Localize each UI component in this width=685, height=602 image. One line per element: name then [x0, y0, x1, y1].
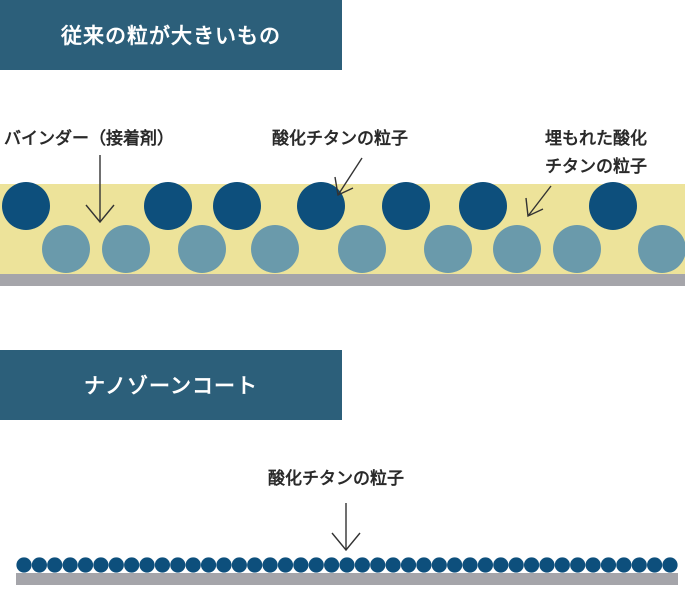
section-title-conventional: 従来の粒が大きいもの [61, 24, 281, 48]
particle-nano [108, 557, 124, 573]
particle-surface [144, 182, 192, 230]
particle-nano [477, 557, 494, 573]
section-title-nano: ナノゾーンコート [84, 374, 258, 398]
particle-nano [447, 557, 463, 573]
particle-nano [616, 557, 632, 573]
particle-surface [213, 182, 261, 230]
particle-nano [554, 557, 570, 573]
particle-nano [416, 557, 432, 573]
particle-nano [31, 557, 47, 573]
section-header-conventional: 従来の粒が大きいもの [0, 0, 342, 70]
particle-nano [231, 557, 247, 573]
section-header-nano: ナノゾーンコート [0, 350, 342, 420]
particle-group-nano [16, 557, 678, 573]
particle-nano [370, 557, 386, 573]
particle-surface [382, 182, 430, 230]
arrow-nano-particle [331, 503, 361, 552]
particle-nano [62, 557, 78, 573]
particle-nano [570, 557, 586, 573]
particle-buried [251, 225, 299, 273]
label-titanium-particle: 酸化チタンの粒子 [272, 129, 408, 149]
particle-nano [47, 557, 63, 573]
particle-nano [385, 557, 401, 573]
particle-nano [308, 557, 324, 573]
particle-buried [42, 225, 90, 273]
particle-nano [77, 557, 94, 573]
particle-nano [493, 557, 509, 573]
particle-nano [216, 557, 232, 573]
substrate-nano [16, 573, 678, 585]
particle-nano [324, 557, 340, 573]
particle-buried [178, 225, 226, 273]
particle-nano [462, 557, 478, 573]
particle-nano [293, 557, 309, 573]
particle-surface [459, 182, 507, 230]
particle-nano [93, 557, 109, 573]
particle-nano [354, 557, 370, 573]
particle-nano [647, 557, 663, 573]
particle-nano [247, 557, 263, 573]
particle-nano [277, 557, 294, 573]
particle-buried [638, 225, 685, 273]
label-binder: バインダー（接着剤） [4, 129, 174, 149]
particle-nano [600, 557, 617, 573]
particle-nano [431, 557, 447, 573]
particle-nano [662, 557, 678, 573]
particle-buried [338, 225, 386, 273]
particle-nano [200, 557, 217, 573]
arrow-binder [85, 155, 115, 224]
particle-nano [339, 557, 355, 573]
particle-nano [16, 557, 32, 573]
particle-nano [124, 557, 140, 573]
particle-buried [102, 225, 150, 273]
particle-group-conventional [2, 182, 685, 273]
particle-nano [170, 557, 186, 573]
label-nano-titanium-particle: 酸化チタンの粒子 [268, 469, 404, 489]
label-buried-particle-line1: 埋もれた酸化 [545, 129, 647, 149]
particle-nano [523, 557, 540, 573]
particle-nano [262, 557, 278, 573]
particle-surface [297, 182, 345, 230]
particle-nano [139, 557, 155, 573]
particle-nano [585, 557, 601, 573]
substrate-conventional [0, 274, 685, 286]
arrow-buried-particle [525, 185, 552, 218]
particle-surface [589, 182, 637, 230]
label-buried-particle-line2: チタンの粒子 [545, 157, 647, 177]
particle-nano [400, 557, 417, 573]
particle-nano [508, 557, 524, 573]
particle-buried [493, 225, 541, 273]
particle-nano [539, 557, 555, 573]
particle-nano [185, 557, 201, 573]
particle-buried [424, 225, 472, 273]
particle-nano [631, 557, 647, 573]
particle-nano [154, 557, 171, 573]
arrow-titanium-particle [334, 157, 363, 197]
particle-surface [2, 182, 50, 230]
particle-buried [553, 225, 601, 273]
